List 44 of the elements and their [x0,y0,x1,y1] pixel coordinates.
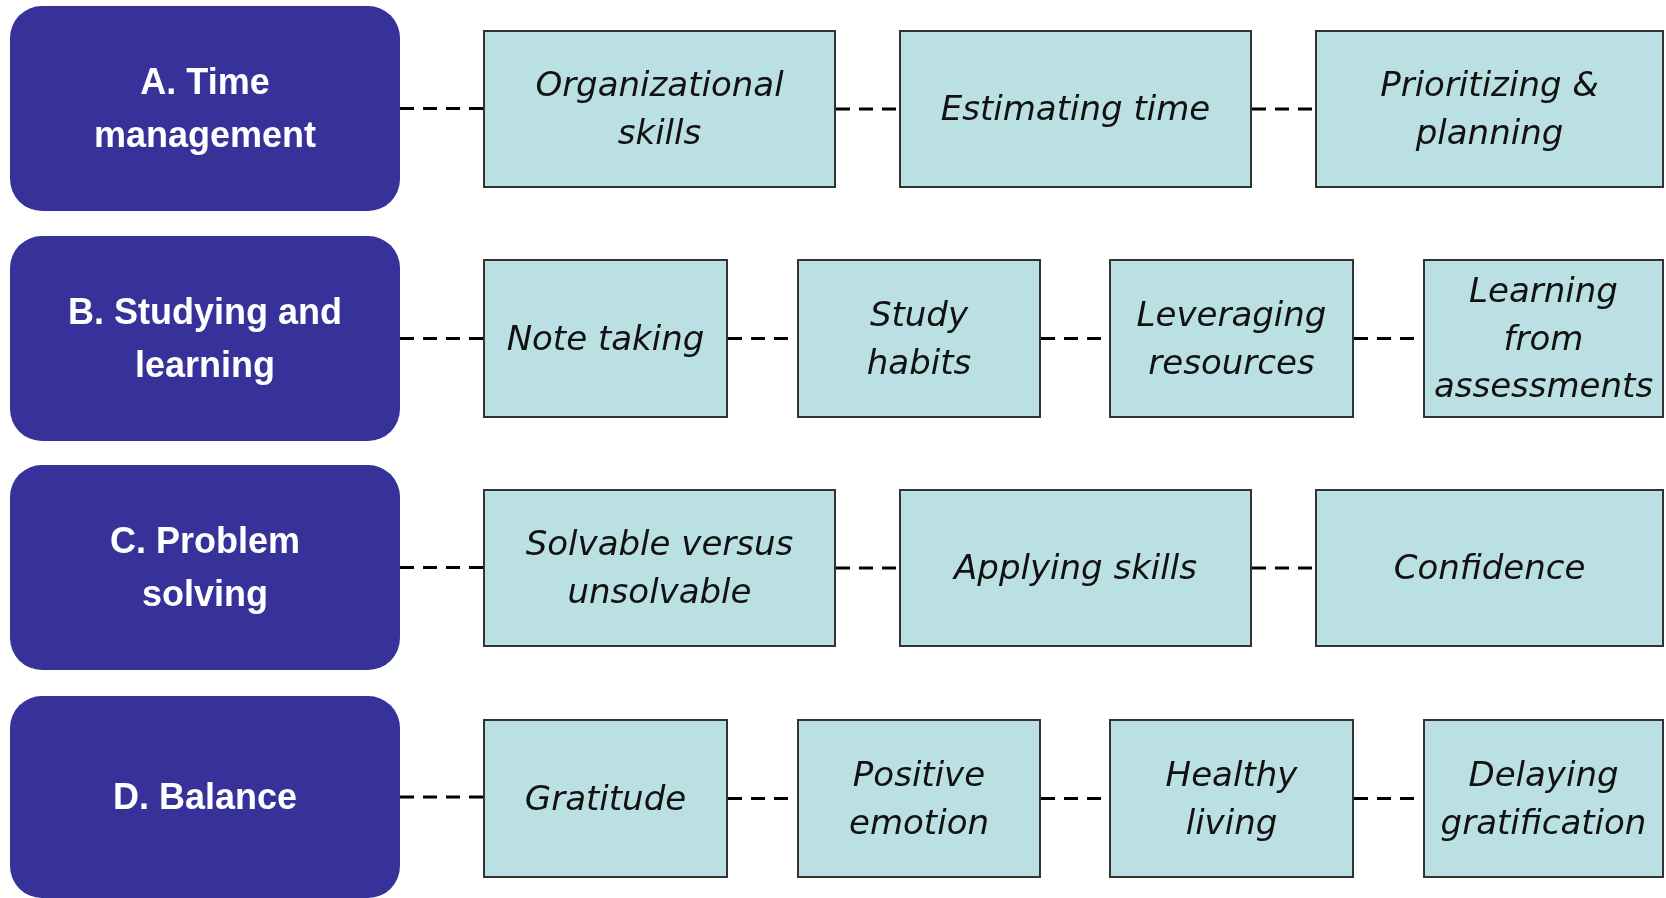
skill-box [1109,259,1354,418]
skill-box [1109,719,1354,878]
skill-box [1315,30,1664,188]
category-box [10,6,400,211]
dashed-connector [836,566,899,570]
skill-label: Prioritizing & planning [1379,63,1600,154]
category-label: C. Problem solving [108,519,301,616]
skill-box [899,489,1252,647]
skill-label: Applying skills [954,546,1197,590]
category-label: A. Time management [92,60,318,157]
skill-label: Gratitude [524,776,687,820]
skill-box [483,259,728,418]
skill-box [483,719,728,878]
category-label: B. Studying and learning [67,290,343,387]
skill-label: Positive emotion [848,752,990,844]
skill-label: Study habits [865,292,973,384]
category-box [10,696,400,898]
skill-label: Solvable versus unsolvable [524,522,795,613]
dashed-connector [400,795,483,799]
skill-label: Organizational skills [534,63,785,154]
dashed-connector [1252,566,1315,570]
skill-label: Healthy living [1164,752,1299,844]
skill-box [899,30,1252,188]
dashed-connector [400,107,483,110]
skill-box [483,489,836,647]
skill-box [483,30,836,188]
skill-box [1423,719,1664,878]
category-label: D. Balance [112,774,298,819]
category-box [10,236,400,441]
skill-label: Leveraging resources [1135,292,1328,384]
skill-label: Note taking [506,316,705,360]
skill-box [797,259,1041,418]
skill-label: Confidence [1393,546,1586,590]
category-box [10,465,400,670]
skill-box [1315,489,1664,647]
skill-label: Estimating time [940,87,1211,131]
skill-box [1423,259,1664,418]
dashed-connector [836,107,899,111]
dashed-connector [400,337,483,340]
dashed-connector [1252,107,1315,111]
skill-box [797,719,1041,878]
dashed-connector [400,566,483,569]
skill-label: Delaying gratification [1439,752,1648,844]
skill-label: Learning from assessments [1432,269,1655,408]
